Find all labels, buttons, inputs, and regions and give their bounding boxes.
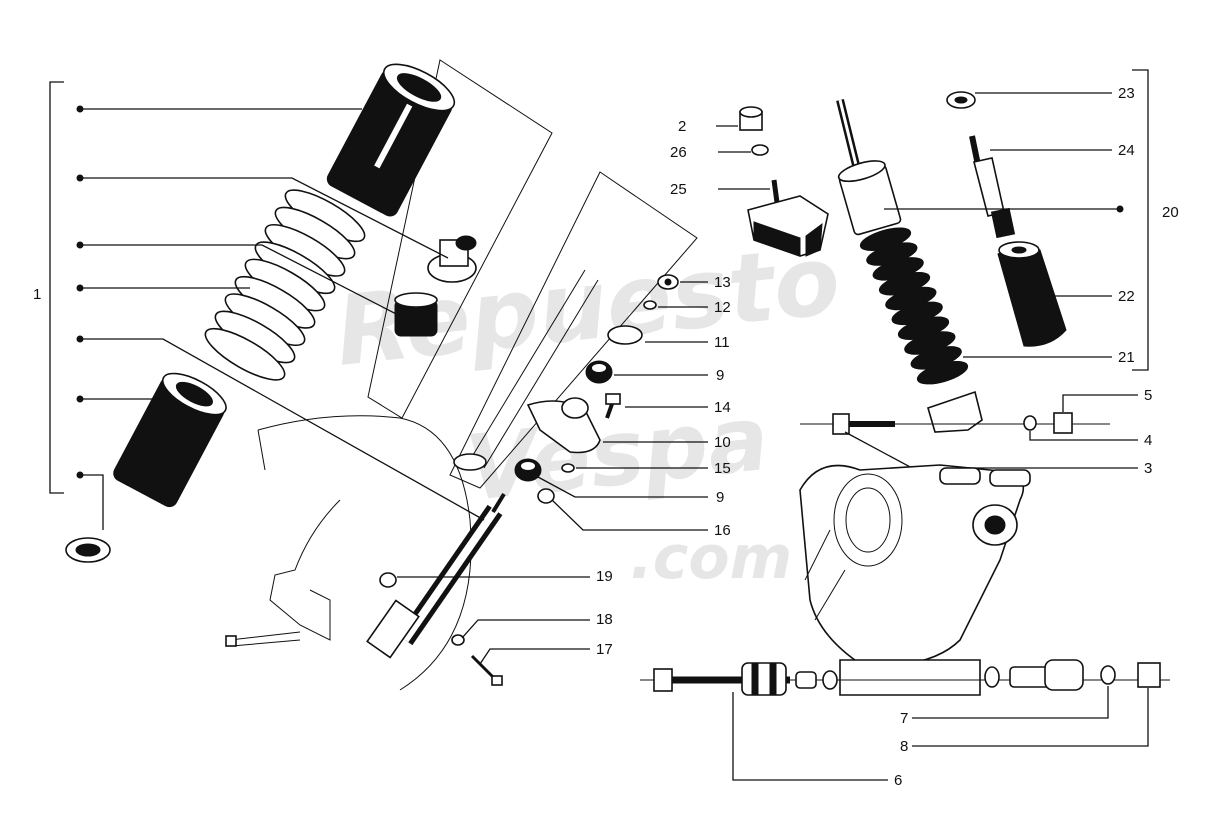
bottom-washer-part bbox=[65, 537, 111, 563]
label-part-11: 11 bbox=[714, 334, 730, 351]
spring-part bbox=[204, 189, 366, 381]
lower-cover-part bbox=[113, 372, 227, 508]
swing-arm-bolt-parts: 6 7 8 bbox=[640, 659, 1170, 789]
fork-outline bbox=[225, 415, 472, 691]
bump-stop-part bbox=[394, 292, 438, 337]
bracket-part-20: 20 bbox=[1132, 69, 1179, 371]
label-part-5: 5 bbox=[1144, 387, 1152, 404]
label-part-20: 20 bbox=[1162, 204, 1179, 221]
label-part-1: 1 bbox=[33, 286, 41, 303]
label-part-4: 4 bbox=[1144, 432, 1152, 449]
label-part-23: 23 bbox=[1118, 85, 1135, 102]
damper-rod-assembly bbox=[946, 91, 1067, 347]
label-part-17: 17 bbox=[596, 641, 613, 658]
middle-leaders: 13 12 11 9 14 10 15 9 16 19 18 17 bbox=[397, 274, 731, 665]
label-part-9b: 9 bbox=[716, 489, 724, 506]
label-part-26: 26 bbox=[670, 144, 687, 161]
label-part-15: 15 bbox=[714, 460, 731, 477]
label-part-19: 19 bbox=[596, 568, 613, 585]
label-part-21: 21 bbox=[1118, 349, 1135, 366]
damper-part bbox=[366, 492, 506, 659]
engine-casing bbox=[799, 464, 1031, 696]
mount-block-assembly: 2 26 25 bbox=[670, 106, 829, 257]
guide-box-lower bbox=[449, 171, 698, 489]
mount-bolt-parts: 3 4 5 bbox=[800, 387, 1152, 477]
bracket-part-1: 1 bbox=[33, 81, 64, 494]
label-part-13: 13 bbox=[714, 274, 731, 291]
label-part-8: 8 bbox=[900, 738, 908, 755]
axle-tube bbox=[453, 269, 599, 471]
rear-shock-absorber bbox=[836, 99, 983, 433]
label-part-24: 24 bbox=[1118, 142, 1135, 159]
upper-cover-part bbox=[326, 63, 456, 217]
bushing-part bbox=[427, 235, 477, 283]
label-part-7: 7 bbox=[900, 710, 908, 727]
label-part-18: 18 bbox=[596, 611, 613, 628]
label-part-14: 14 bbox=[714, 399, 731, 416]
label-part-22: 22 bbox=[1118, 288, 1135, 305]
label-part-16: 16 bbox=[714, 522, 731, 539]
label-part-9a: 9 bbox=[716, 367, 724, 384]
label-part-25: 25 bbox=[670, 181, 687, 198]
left-leaders bbox=[76, 105, 485, 530]
label-part-6: 6 bbox=[894, 772, 902, 789]
small-parts bbox=[379, 274, 679, 686]
label-part-12: 12 bbox=[714, 299, 731, 316]
label-part-2: 2 bbox=[678, 118, 686, 135]
label-part-3: 3 bbox=[1144, 460, 1152, 477]
left-assembly bbox=[65, 59, 698, 691]
label-part-10: 10 bbox=[714, 434, 731, 451]
right-leaders-top: 23 24 22 21 bbox=[884, 85, 1135, 366]
watermark-line-3: .com bbox=[630, 523, 792, 593]
